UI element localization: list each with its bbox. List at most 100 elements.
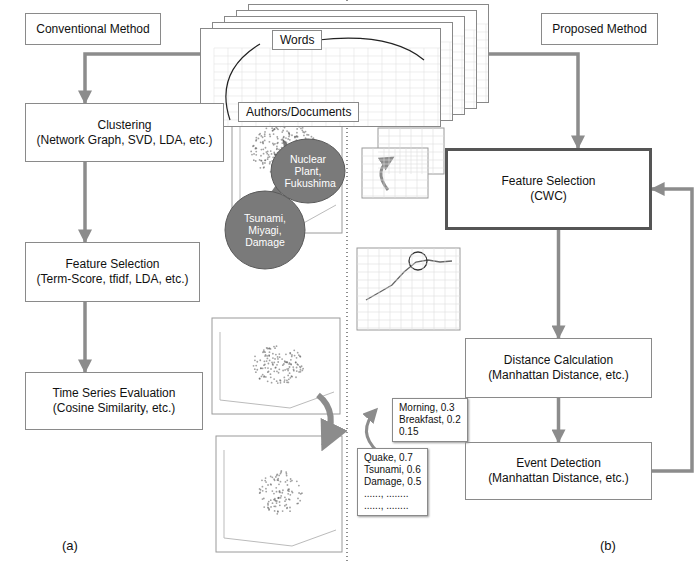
data-point bbox=[266, 360, 268, 362]
data-point bbox=[273, 362, 275, 364]
grid-line bbox=[214, 56, 440, 57]
flow-arrow bbox=[557, 398, 561, 442]
data-point bbox=[270, 483, 272, 485]
data-point bbox=[264, 162, 266, 164]
data-point bbox=[268, 154, 270, 156]
data-point bbox=[278, 491, 280, 493]
grid-line bbox=[423, 248, 424, 330]
data-point bbox=[275, 367, 277, 369]
data-point bbox=[272, 357, 274, 359]
data-point bbox=[267, 503, 269, 505]
data-point bbox=[255, 154, 257, 156]
panel-label: (b) bbox=[600, 538, 616, 553]
data-point bbox=[285, 471, 287, 473]
data-point bbox=[276, 513, 278, 515]
data-point bbox=[277, 128, 279, 130]
grid-line bbox=[357, 312, 460, 313]
data-point bbox=[260, 155, 262, 157]
word-score: Damage, 0.5 bbox=[364, 476, 421, 488]
data-point bbox=[298, 492, 300, 494]
data-point bbox=[282, 510, 284, 512]
data-point bbox=[276, 145, 278, 147]
data-point bbox=[296, 135, 298, 137]
grid-line bbox=[486, 24, 487, 102]
data-point bbox=[296, 367, 298, 369]
data-point bbox=[255, 140, 257, 142]
data-point bbox=[264, 159, 266, 161]
data-point bbox=[276, 380, 278, 382]
axis-label: Words bbox=[272, 30, 322, 50]
grid-line bbox=[378, 152, 444, 153]
data-point bbox=[269, 351, 271, 353]
data-point bbox=[308, 134, 310, 136]
data-point bbox=[265, 488, 267, 490]
data-point bbox=[269, 359, 271, 361]
data-point bbox=[273, 128, 275, 130]
node-label: Event Detection (Manhattan Distance, etc… bbox=[488, 456, 629, 486]
grid-line bbox=[362, 180, 428, 181]
node-label: Time Series Evaluation (Cosine Similarit… bbox=[53, 386, 176, 416]
data-point bbox=[253, 365, 255, 367]
data-point bbox=[281, 358, 283, 360]
data-point bbox=[269, 156, 271, 158]
data-point bbox=[285, 481, 287, 483]
data-point bbox=[288, 488, 290, 490]
label-line: (Cosine Similarity, etc.) bbox=[53, 401, 176, 416]
grid-line bbox=[438, 48, 439, 126]
grid-line bbox=[357, 256, 460, 257]
data-point bbox=[287, 484, 289, 486]
data-point bbox=[268, 371, 270, 373]
data-point bbox=[274, 367, 276, 369]
data-point bbox=[277, 479, 279, 481]
data-point bbox=[284, 496, 286, 498]
data-point bbox=[276, 502, 278, 504]
node-label: Proposed Method bbox=[552, 22, 647, 37]
flow-arrow bbox=[83, 302, 87, 372]
data-point bbox=[295, 361, 297, 363]
data-point bbox=[276, 364, 278, 366]
data-point bbox=[299, 369, 301, 371]
data-point bbox=[262, 486, 264, 488]
node-label: Feature Selection (Term-Score, tfidf, LD… bbox=[36, 257, 188, 287]
data-point bbox=[259, 378, 261, 380]
data-point bbox=[270, 484, 272, 486]
grid-line bbox=[406, 148, 407, 198]
data-point bbox=[276, 142, 278, 144]
data-point bbox=[264, 367, 266, 369]
data-point bbox=[259, 491, 261, 493]
data-point bbox=[274, 358, 276, 360]
data-point bbox=[283, 136, 285, 138]
data-point bbox=[276, 148, 278, 150]
data-point bbox=[302, 368, 304, 370]
label-line: Feature Selection bbox=[65, 257, 159, 271]
data-point bbox=[297, 136, 299, 138]
data-point bbox=[300, 127, 302, 129]
data-point bbox=[265, 491, 267, 493]
data-point bbox=[297, 364, 299, 366]
grid-line bbox=[401, 248, 402, 330]
grid-line bbox=[434, 248, 435, 330]
data-point bbox=[303, 134, 305, 136]
data-point bbox=[266, 153, 268, 155]
data-point bbox=[271, 361, 273, 363]
data-point bbox=[284, 505, 286, 507]
data-point bbox=[288, 136, 290, 138]
data-point bbox=[261, 375, 263, 377]
data-point bbox=[281, 492, 283, 494]
data-point bbox=[279, 504, 281, 506]
grid-line bbox=[362, 164, 428, 165]
data-point bbox=[250, 151, 252, 153]
data-point bbox=[258, 134, 260, 136]
data-point bbox=[294, 355, 296, 357]
data-point bbox=[285, 137, 287, 139]
data-point bbox=[276, 370, 278, 372]
data-point bbox=[251, 154, 253, 156]
matrix-sheet bbox=[201, 29, 441, 127]
word-score: Tsunami, 0.6 bbox=[364, 464, 421, 476]
word-score: ......, ........ bbox=[364, 488, 421, 500]
grid-line bbox=[214, 64, 440, 65]
data-point bbox=[269, 347, 271, 349]
data-point bbox=[255, 365, 257, 367]
data-point bbox=[280, 382, 282, 384]
data-point bbox=[267, 371, 269, 373]
